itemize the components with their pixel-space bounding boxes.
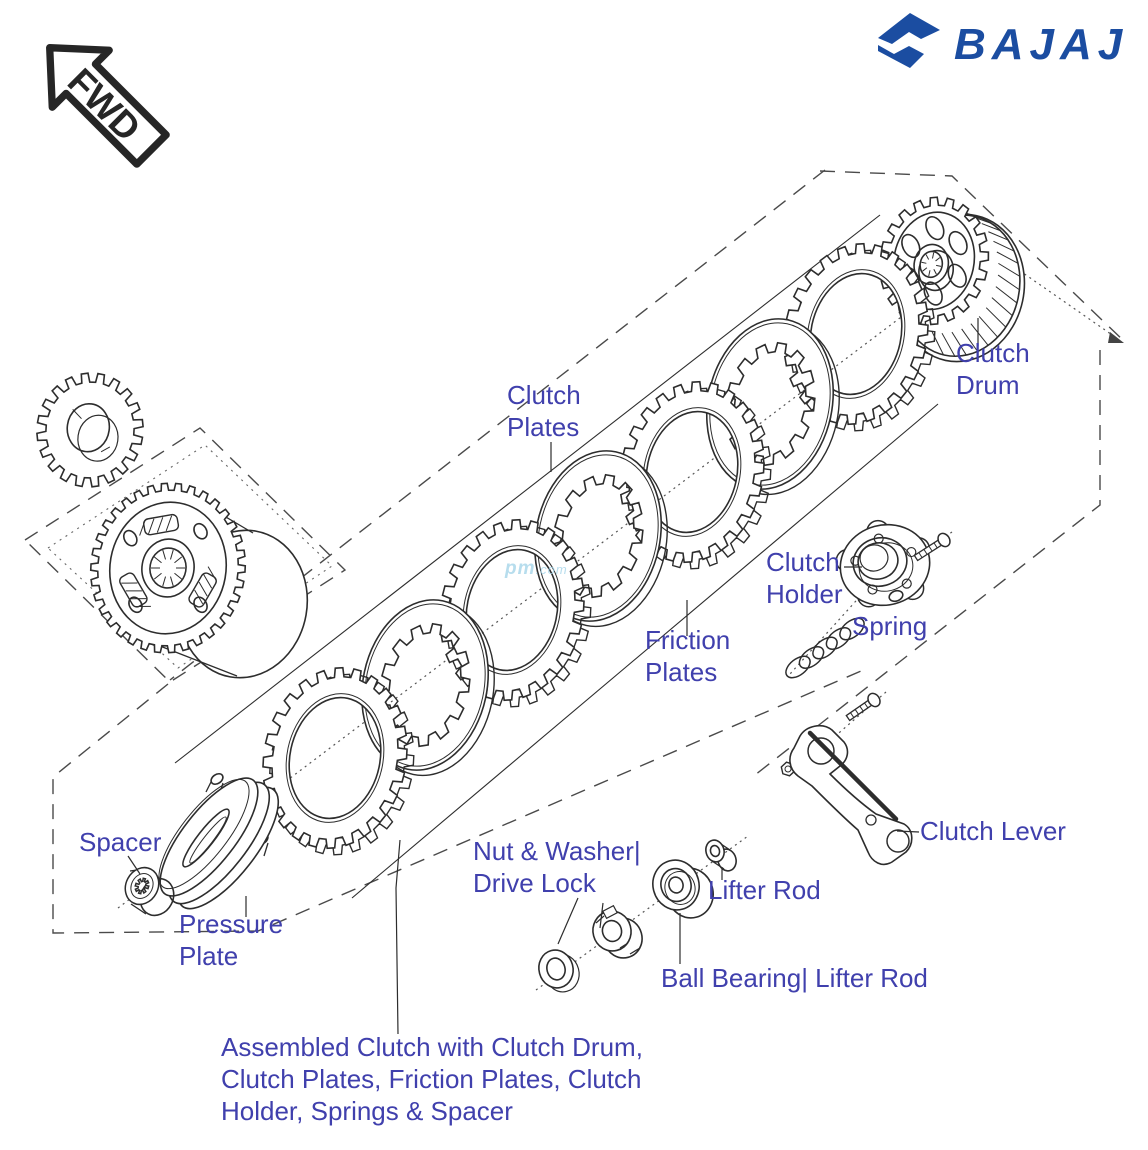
label-spring: Spring — [852, 611, 928, 641]
friction-plate-part — [262, 666, 415, 856]
pressure-plate-part — [158, 772, 280, 910]
bajaj-wordmark: BAJAJ — [954, 20, 1128, 69]
label-clutch-drum: Clutch Drum — [956, 338, 1030, 400]
assembled-clutch-part — [89, 482, 309, 679]
envelope-lines — [174, 214, 939, 899]
lifter-rod-bushing-part — [705, 839, 737, 872]
label-ball-bearing-lifter-rod: Ball Bearing| Lifter Rod — [661, 963, 928, 993]
label-spacer: Spacer — [79, 827, 162, 857]
spring-part — [785, 617, 865, 679]
spacer-part — [124, 866, 175, 917]
leader-lines — [127, 318, 979, 1035]
primary-gear-part — [36, 372, 144, 488]
label-nut-washer-drive-lock: Nut & Washer| Drive Lock — [473, 836, 641, 898]
label-friction-plates: Friction Plates — [645, 625, 731, 687]
clutch-holder-part — [835, 519, 931, 608]
watermark: pm.com — [505, 558, 568, 579]
label-pressure-plate: Pressure Plate — [179, 909, 284, 971]
label-clutch-holder: Clutch Holder — [766, 547, 843, 609]
bolt-part — [913, 532, 951, 562]
clutch-lever-part — [789, 724, 913, 866]
bajaj-emblem-icon — [878, 13, 940, 68]
fwd-arrow-icon: FWD — [46, 44, 170, 168]
drive-lock-nut-part — [592, 904, 643, 959]
washer-part — [538, 949, 580, 993]
bolt-part — [845, 692, 881, 722]
clutch-drum-part — [878, 196, 1026, 363]
ball-bearing-part — [652, 859, 714, 919]
label-assembled-clutch-caption: Assembled Clutch with Clutch Drum, Clutc… — [221, 1032, 643, 1126]
label-clutch-lever: Clutch Lever — [920, 816, 1066, 846]
parts — [36, 196, 1026, 993]
label-lifter-rod: Lifter Rod — [708, 875, 821, 905]
bajaj-logo: BAJAJ — [878, 13, 1128, 69]
spring-window — [139, 513, 180, 536]
label-clutch-plates: Clutch Plates — [507, 380, 581, 442]
clutch-plate-part — [360, 599, 495, 777]
